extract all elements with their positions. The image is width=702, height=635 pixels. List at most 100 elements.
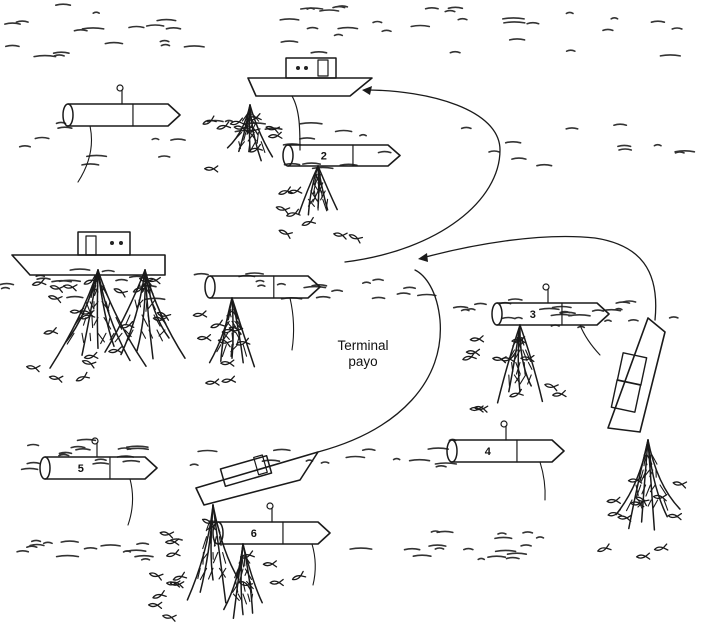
water-dash [157,20,176,21]
water-dash [82,28,103,29]
fish-icon [166,550,180,559]
water-dash [618,145,631,146]
water-dash [67,297,83,298]
fish-icon [32,279,46,288]
water-dash [159,156,170,157]
water-dash [317,297,330,298]
water-dash [566,12,573,13]
water-dash [504,22,525,23]
fish-icon [48,294,62,303]
water-dash [58,127,72,128]
water-dash [413,555,431,556]
water-dash [171,139,185,140]
water-dash [74,30,87,31]
water-dash [435,463,456,464]
water-dash [615,309,622,310]
water-dash [410,460,430,461]
water-dash [506,142,521,143]
water-dash [540,308,559,309]
water-dash [515,318,522,319]
fish-icon [82,358,96,368]
water-dash [56,4,71,5]
fish-icon [333,231,347,239]
boat-bottom [196,452,318,505]
water-dash [411,26,429,27]
water-dash [593,310,604,311]
water-dash [190,464,198,465]
fish-icon [544,382,558,391]
water-dash [35,138,49,139]
water-dash [59,452,71,453]
water-dash [611,18,617,19]
payo-log [205,276,320,350]
water-dash [278,284,286,285]
water-dash [495,537,512,538]
water-dash [93,463,108,464]
fish-icon [493,355,507,362]
water-dash [503,18,524,19]
fish-icon [193,311,207,318]
fish-icon [205,166,218,172]
fish-icon [160,530,174,538]
fish-icon [84,352,98,360]
fish-icon [654,544,668,552]
fish-icon [206,379,219,386]
water-dash [462,127,471,128]
water-dash [488,556,506,557]
fish-icon [607,497,620,504]
water-dash [508,553,527,554]
water-dash [0,284,13,285]
water-dash [101,545,120,546]
water-dash [71,447,85,448]
fish-icon [276,204,290,213]
fish-icon [636,553,649,560]
water-dash [507,558,520,559]
frond-cluster [50,270,146,368]
water-dash [509,299,522,300]
water-dash [338,28,357,29]
payo-log: 4 [447,421,564,500]
water-dash [258,285,265,286]
water-dash [2,288,10,289]
water-dash [435,548,443,549]
water-dash [184,46,204,47]
water-dash [394,459,400,460]
water-dash [280,19,299,20]
payo-log: 6 [213,503,330,585]
frond-cluster [210,298,255,367]
fish-icon [263,561,276,567]
water-dash [147,25,164,26]
fish-icon [509,389,523,399]
water-dash [454,307,468,308]
terminal-label-line2: payo [323,354,403,370]
fish-icon [210,320,224,330]
water-dash [475,303,486,304]
water-dash [537,165,552,166]
payo-number: 4 [485,446,492,458]
water-dash [654,145,661,146]
water-dash [17,551,28,552]
water-dash [30,545,44,546]
water-dash [397,293,410,294]
water-dash [418,295,436,296]
water-dash [262,460,279,461]
water-dash [336,131,352,132]
fish-icon [113,286,127,297]
fish-icon [291,571,305,582]
water-dash [22,468,38,469]
fish-icon [278,228,292,239]
payo-log: 5 [40,438,157,525]
fish-icon [301,218,315,228]
water-dash [320,10,339,11]
water-dash [448,7,462,8]
water-dash [502,318,515,319]
water-dash [57,556,79,557]
fish-icon [668,513,681,520]
water-dash [281,41,297,42]
water-dash [623,301,635,302]
water-dash [458,19,467,20]
water-dash [102,271,114,272]
water-dash [512,158,526,159]
water-dash [142,559,150,560]
